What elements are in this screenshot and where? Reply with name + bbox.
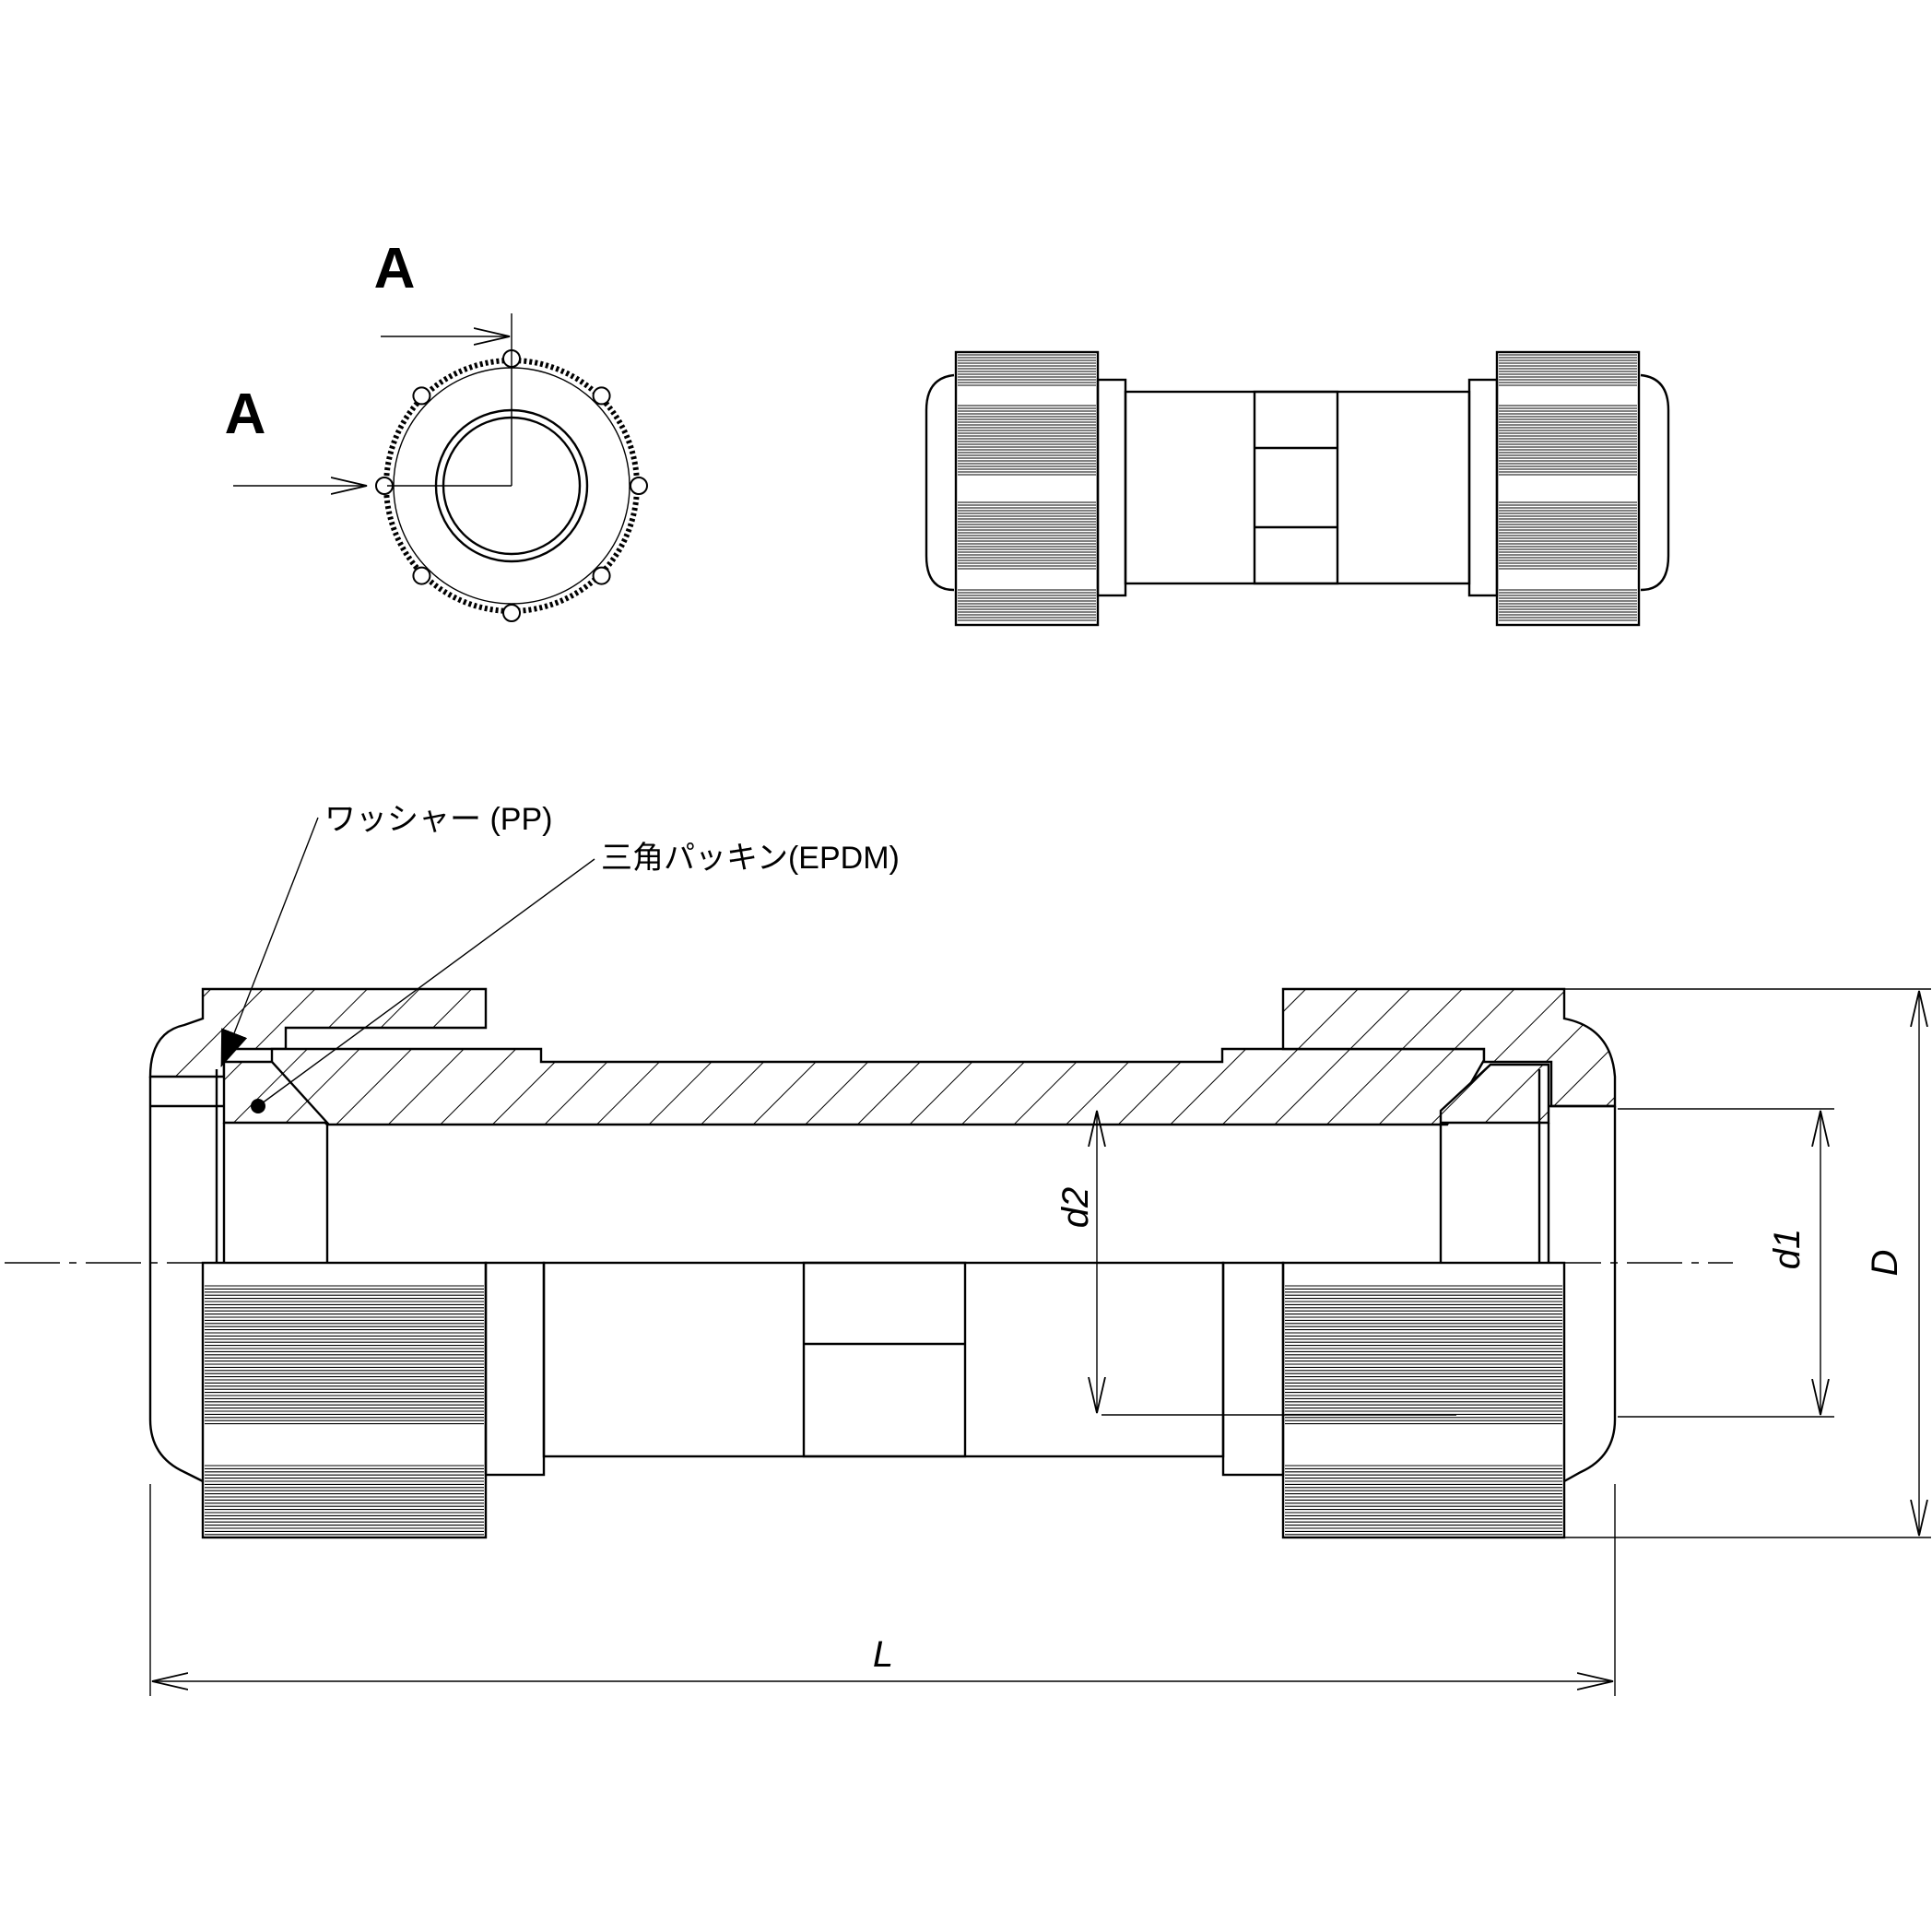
- end-view: A A: [225, 237, 648, 622]
- right-gasket: [1439, 1063, 1550, 1125]
- gasket-leader-dot: [251, 1099, 265, 1113]
- dimension-L: L: [873, 1634, 893, 1675]
- section-label-left: A: [225, 383, 266, 446]
- right-nut-section: [1281, 987, 1617, 1108]
- dimension-d2: d2: [1055, 1187, 1096, 1229]
- body-section: [270, 1047, 1486, 1126]
- section-label-top: A: [374, 237, 416, 300]
- dimension-D: D: [1865, 1250, 1905, 1277]
- side-view: [925, 350, 1670, 627]
- side-view-knurling: [958, 354, 1637, 621]
- section-view-knurling: [205, 1285, 1562, 1536]
- left-nut-section: [148, 987, 488, 1078]
- dimension-d1: d1: [1767, 1229, 1808, 1270]
- callout-gasket: 三角パッキン(EPDM): [601, 841, 900, 876]
- callout-washer: ワッシャー (PP): [324, 802, 552, 837]
- section-view: D d1 d2 L ワッシャー (PP) 三角パッキン(EPDM): [5, 802, 1931, 1696]
